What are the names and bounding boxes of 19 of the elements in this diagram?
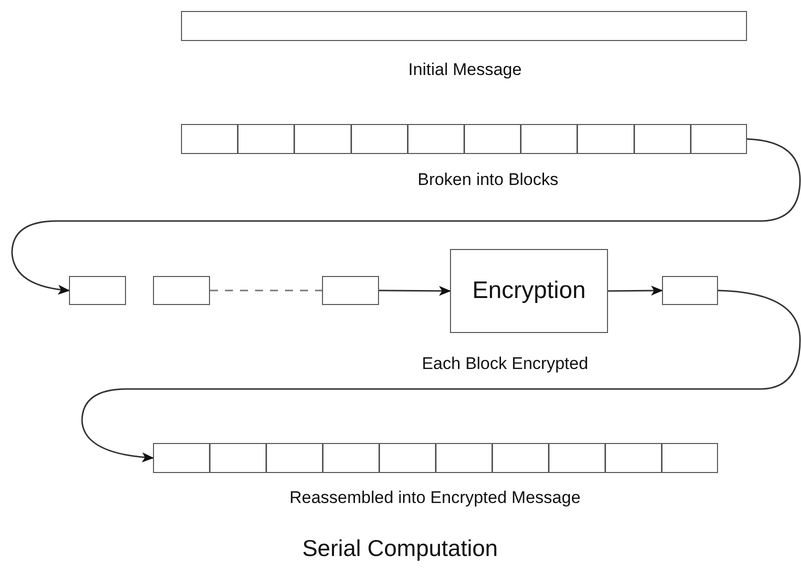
block-box — [69, 276, 126, 305]
block-row — [153, 443, 718, 473]
caption-text: Broken into Blocks — [418, 170, 558, 190]
arrow — [11, 138, 801, 294]
node-label: Encryption — [472, 277, 586, 305]
message-bar — [181, 11, 747, 41]
block-box — [662, 276, 718, 305]
caption-text: Each Block Encrypted — [422, 354, 588, 374]
process-box — [450, 249, 608, 333]
caption-text: Reassembled into Encrypted Message — [289, 488, 581, 508]
block-box — [153, 276, 210, 305]
arrow — [81, 290, 801, 462]
block-box — [322, 276, 379, 305]
dashed-line — [210, 290, 322, 292]
arrow — [379, 286, 451, 296]
caption-text: Initial Message — [408, 60, 522, 80]
arrow — [608, 286, 663, 296]
caption: Serial Computation — [302, 535, 498, 562]
block-row — [181, 124, 747, 154]
